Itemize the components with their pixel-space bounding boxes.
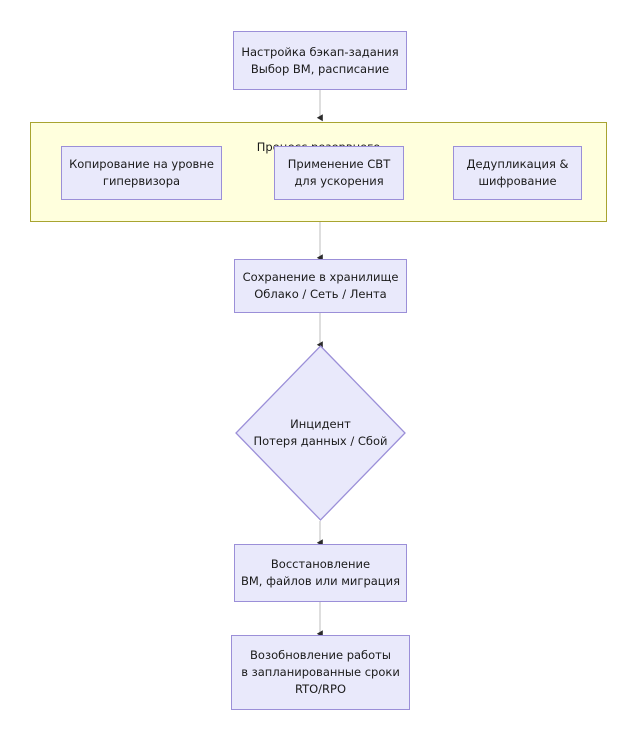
node-dedup-label: Дедупликация & шифрование — [466, 157, 569, 188]
node-resume[interactable]: Возобновление работы в запланированные с… — [231, 635, 410, 710]
node-config[interactable]: Настройка бэкап-задания Выбор ВМ, распис… — [233, 31, 407, 90]
node-storage[interactable]: Сохранение в хранилище Облако / Сеть / Л… — [234, 259, 407, 313]
node-storage-label: Сохранение в хранилище Облако / Сеть / Л… — [242, 270, 399, 301]
node-cbt[interactable]: Применение CBT для ускорения — [274, 146, 404, 200]
node-restore-label: Восстановление ВМ, файлов или миграция — [241, 557, 401, 588]
node-config-label: Настройка бэкап-задания Выбор ВМ, распис… — [241, 44, 399, 76]
node-resume-label: Возобновление работы в запланированные с… — [241, 648, 400, 696]
node-hypervisor-copy[interactable]: Копирование на уровне гипервизора — [61, 146, 222, 200]
node-incident[interactable]: Инцидент Потеря данных / Сбой — [235, 345, 406, 521]
node-incident-label: Инцидент Потеря данных / Сбой — [253, 417, 388, 448]
node-dedup[interactable]: Дедупликация & шифрование — [453, 146, 582, 200]
node-restore[interactable]: Восстановление ВМ, файлов или миграция — [234, 544, 407, 602]
node-cbt-label: Применение CBT для ускорения — [287, 157, 391, 188]
node-hypervisor-copy-label: Копирование на уровне гипервизора — [69, 157, 214, 188]
node-incident-shape — [235, 345, 406, 521]
